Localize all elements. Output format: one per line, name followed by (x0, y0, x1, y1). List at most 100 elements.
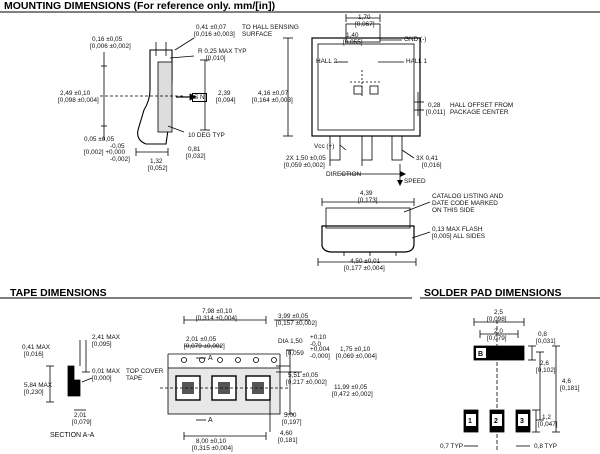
dim-label: +0,004 (310, 346, 330, 353)
dim-label: [0,011] (426, 109, 446, 116)
dim-label: 2,5 (494, 309, 503, 316)
dim-label: SURFACE (242, 31, 273, 38)
dim-label: 2X 1,50 ±0,05 (286, 155, 326, 162)
front-view-drawing (317, 198, 431, 266)
dim-label: [0,197] (282, 419, 302, 426)
tape-strip-drawing (160, 316, 310, 440)
flash-note: 0,13 MAX FLASH (432, 226, 483, 233)
gnd-pin-label: GND (-) (404, 36, 427, 43)
dim-label: 2,39 (218, 90, 231, 97)
dim-label: 4,6 (562, 378, 571, 385)
tape-dimensions-title: TAPE DIMENSIONS (10, 287, 107, 299)
dim-label: HALL OFFSET FROM (450, 102, 514, 109)
dim-label: [0,047] (538, 421, 558, 428)
dim-label: 2,01 ±0,05 (186, 336, 217, 343)
dim-label: 2,49 ±0,10 (60, 90, 91, 97)
pad-3-label: 3 (520, 418, 524, 425)
dim-label: [0,315 ±0,004] (192, 445, 233, 452)
cover-tape-label: TOP COVER (126, 368, 164, 375)
dim-label: [0,079] (72, 419, 92, 426)
dim-label: 2,0 (494, 328, 503, 335)
dim-label: [0,059 (286, 350, 304, 357)
dim-label: [0,217 ±0,002] (286, 379, 327, 386)
dim-label: [0,010] (206, 55, 226, 62)
dim-label: 0,7 TYP (440, 443, 463, 450)
dim-label: PACKAGE CENTER (450, 109, 509, 116)
dim-label: [0,032] (186, 153, 206, 160)
dim-label: 5,00 (284, 412, 297, 419)
dim-label: 1,40 (346, 32, 359, 39)
dim-label: 10 DEG TYP (188, 132, 225, 139)
dim-label: [0,016 ±0,003] (194, 31, 235, 38)
dim-label: [0,314 ±0,004] (196, 315, 237, 322)
dim-label: [0,000] (92, 375, 112, 382)
dim-label: [0,055] (343, 39, 363, 46)
dim-label: 4,60 (280, 430, 293, 437)
flash-note: [0,005] ALL SIDES (432, 233, 486, 240)
dim-label: 0,8 (538, 331, 547, 338)
dim-label: DIA 1,50 (278, 338, 303, 345)
dim-label: [0,006 ±0,002] (90, 43, 131, 50)
dim-label: R 0,25 MAX TYP (198, 48, 247, 55)
pad-2-label: 2 (494, 418, 498, 425)
dim-label: [0,094] (216, 97, 236, 104)
dim-label: [0,098 ±0,004] (58, 97, 99, 104)
dim-label: 1,70 (358, 14, 371, 21)
dim-label: 5,84 MAX (24, 382, 53, 389)
cover-tape-label: TAPE (126, 375, 143, 382)
dim-label: 2,41 MAX (92, 334, 121, 341)
dim-label: 11,99 ±0,05 (334, 384, 368, 391)
mounting-dimensions-title: MOUNTING DIMENSIONS (For reference only.… (4, 0, 276, 12)
vcc-pin-label: Vcc (+) (314, 143, 335, 150)
dim-label: 4,50 ±0,01 (350, 258, 381, 265)
dim-label: [0,069 ±0,004] (336, 353, 377, 360)
dim-label: 2,01 (74, 412, 87, 419)
dim-label: -0,05 (110, 143, 125, 150)
side-view-drawing (100, 37, 210, 156)
dim-label: -0,000] (310, 353, 330, 360)
dim-label: [0,181] (278, 437, 298, 444)
dim-label: 0,28 (428, 102, 441, 109)
direction-label: DIRECTION (326, 171, 362, 178)
dim-label: [0,230] (24, 389, 44, 396)
dim-label: [0,016] (24, 351, 44, 358)
pad-b-label: B (478, 351, 483, 358)
pad-1-label: 1 (468, 418, 472, 425)
dim-label: 1,32 (150, 158, 163, 165)
speed-label: SPEED (404, 178, 426, 185)
dim-label: [0,164 ±0,003] (252, 97, 293, 104)
dim-label: TO HALL SENSING (242, 24, 299, 31)
catalog-note: DATE CODE MARKED (432, 200, 498, 207)
dim-label: [0,052] (148, 165, 168, 172)
dim-label: 1,75 ±0,10 (340, 346, 371, 353)
dim-label: [0,002] +0,000 (84, 149, 126, 156)
dim-label: [0,067] (355, 21, 375, 28)
catalog-note: CATALOG LISTING AND (432, 193, 504, 200)
dim-label: +0,10 (310, 334, 327, 341)
dim-label: [0,079 ±0,002] (184, 343, 225, 350)
dim-label: 4,39 (360, 190, 373, 197)
hall2-label: HALL 2 (316, 58, 338, 65)
section-marker: A (208, 417, 213, 424)
dim-label: 1,2 (542, 414, 551, 421)
dim-label: 0,8 TYP (534, 443, 557, 450)
dim-label: 4,16 ±0,07 (258, 90, 289, 97)
dim-label: 0,81 (188, 146, 201, 153)
section-a-a-label: SECTION A-A (50, 432, 95, 439)
dim-label: 0,41 MAX (22, 344, 51, 351)
dim-label: 2,6 (540, 360, 549, 367)
dim-label: 5,51 ±0,05 (288, 372, 319, 379)
dim-label: 8,00 ±0,10 (196, 438, 227, 445)
dim-label: [0,098] (487, 316, 507, 323)
dim-label: [0,016] (422, 162, 442, 169)
dim-label: [0,031] (536, 338, 556, 345)
catalog-note: ON THIS SIDE (432, 207, 475, 214)
dim-label: [0,059 ±0,002] (284, 162, 325, 169)
dim-label: 3X 0,41 (416, 155, 439, 162)
dim-label: [0,102] (536, 367, 556, 374)
dim-label: [0,472 ±0,002] (332, 391, 373, 398)
dim-label: 0,05 ±0,05 (84, 136, 115, 143)
dim-label: 7,98 ±0,10 (202, 308, 233, 315)
dim-label: 0,41 ±0,07 (196, 24, 227, 31)
